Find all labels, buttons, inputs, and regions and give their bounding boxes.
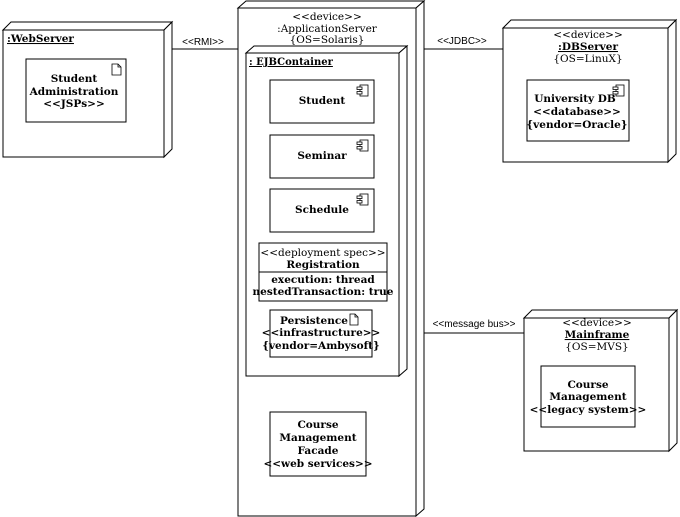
mainframe-node: <<device>> Mainframe {OS=MVS} Course Man… [522, 308, 679, 453]
mainframe-name: Mainframe [565, 329, 630, 341]
schedule-component: Schedule [269, 188, 375, 233]
dbserver-node: <<device>> :DBServer {OS=LinuX} Universi… [501, 18, 678, 164]
message-bus-connection: <<message bus>> [424, 319, 524, 334]
application-server-node: <<device>> :ApplicationServer {OS=Solari… [236, 0, 426, 517]
deployment-spec-prop2: nestedTransaction: true [253, 286, 394, 298]
document-icon [111, 63, 122, 76]
ejb-container-name: : EJBContainer [249, 57, 334, 68]
jdbc-label: <<JDBC>> [437, 36, 487, 47]
facade-stereotype: <<web services>> [263, 458, 372, 470]
artifact-line1: Student [51, 73, 98, 85]
appserver-stereotype: <<device>> [292, 11, 362, 23]
appserver-name: :ApplicationServer [277, 23, 378, 35]
persistence-constraint: {vendor=Ambysoft} [262, 340, 380, 352]
component-label: Seminar [297, 150, 347, 162]
component-icon [356, 139, 369, 152]
mainframe-stereotype: <<device>> [562, 317, 632, 329]
ejb-container: : EJBContainer Student Seminar [244, 44, 409, 378]
deployment-spec-name: Registration [286, 259, 360, 271]
component-icon [356, 84, 369, 97]
seminar-component: Seminar [269, 134, 375, 179]
dbserver-stereotype: <<device>> [553, 29, 623, 41]
artifact-line2: Administration [29, 86, 119, 98]
artifact-stereotype: <<JSPs>> [43, 98, 105, 110]
component-icon [612, 84, 625, 97]
db-stereotype: <<database>> [533, 106, 621, 118]
facade-line2: Management [279, 432, 356, 444]
persistence-stereotype: <<infrastructure>> [262, 327, 381, 339]
rmi-label: <<RMI>> [182, 37, 224, 48]
mainframe-constraint: {OS=MVS} [565, 341, 629, 353]
webserver-name: :WebServer [7, 33, 74, 45]
facade-line1: Course [297, 419, 338, 431]
deployment-spec-prop1: execution: thread [271, 274, 375, 286]
persistence-artifact: Persistence <<infrastructure>> {vendor=A… [262, 309, 381, 358]
university-db-component: University DB <<database>> {vendor=Oracl… [526, 79, 630, 142]
dbserver-constraint: {OS=LinuX} [553, 53, 622, 65]
webserver-node: :WebServer Student Administration <<JSPs… [1, 20, 174, 159]
rmi-connection: <<RMI>> [164, 37, 238, 50]
db-constraint: {vendor=Oracle} [526, 119, 627, 131]
component-label: Student [299, 95, 346, 107]
jdbc-connection: <<JDBC>> [424, 36, 503, 50]
appserver-constraint: {OS=Solaris} [290, 34, 365, 46]
component-label: Schedule [295, 204, 349, 216]
student-component: Student [269, 79, 375, 124]
student-administration-artifact: Student Administration <<JSPs>> [25, 58, 127, 123]
message-bus-label: <<message bus>> [433, 319, 516, 330]
document-icon [349, 313, 359, 326]
course-management-facade: Course Management Facade <<web services>… [263, 411, 373, 477]
db-name: University DB [534, 93, 616, 105]
facade-line3: Facade [298, 445, 339, 457]
legacy-line2: Management [549, 391, 626, 403]
registration-deployment-spec: <<deployment spec>> Registration executi… [253, 242, 394, 302]
component-icon [356, 193, 369, 206]
deployment-spec-stereotype: <<deployment spec>> [260, 247, 385, 259]
dbserver-name: :DBServer [558, 41, 618, 53]
persistence-name: Persistence [280, 315, 348, 327]
course-management-legacy-system: Course Management <<legacy system>> [530, 365, 647, 428]
legacy-line1: Course [567, 379, 608, 391]
legacy-stereotype: <<legacy system>> [530, 404, 647, 416]
